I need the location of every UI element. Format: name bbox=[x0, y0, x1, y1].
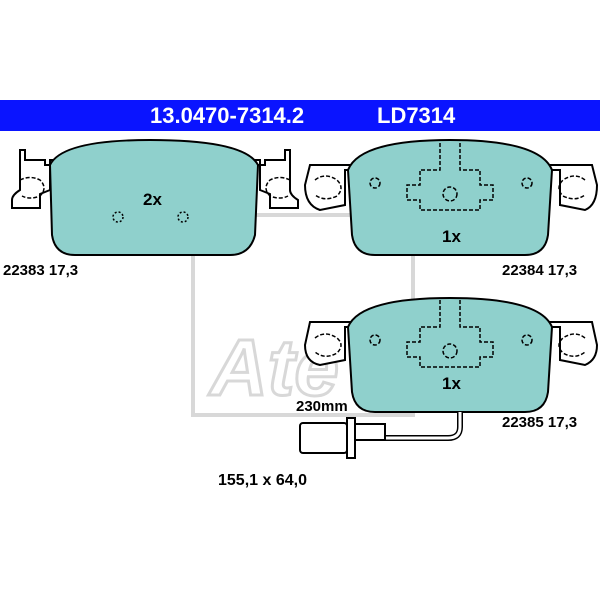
pad-3-thickness: 17,3 bbox=[547, 414, 578, 431]
brake-pad-22384 bbox=[303, 138, 599, 256]
pad-1-quantity: 2x bbox=[143, 190, 162, 209]
pad-1-spec: 22383 17,3 bbox=[3, 262, 78, 279]
pad-1-part: 22383 bbox=[3, 262, 45, 279]
brake-pad-22383 bbox=[11, 138, 299, 256]
brake-pad-22385 bbox=[299, 296, 599, 459]
pad-2-part: 22384 bbox=[502, 262, 544, 279]
pad-1-thickness: 17,3 bbox=[48, 262, 79, 279]
pad-2-thickness: 17,3 bbox=[547, 262, 578, 279]
title-bar: 13.0470-7314.2 LD7314 bbox=[0, 100, 600, 131]
pad-3-part: 22385 bbox=[502, 414, 544, 431]
sensor-length: 230mm bbox=[296, 398, 348, 415]
pad-2-spec: 22384 17,3 bbox=[502, 262, 577, 279]
wear-sensor-icon bbox=[299, 412, 463, 459]
part-number: 13.0470-7314.2 bbox=[150, 103, 305, 128]
pad-3-spec: 22385 17,3 bbox=[502, 414, 577, 431]
dimensions: 155,1 x 64,0 bbox=[218, 472, 307, 489]
pad-2-quantity: 1x bbox=[442, 227, 461, 246]
rivet-icon bbox=[112, 211, 189, 223]
ld-number: LD7314 bbox=[377, 103, 456, 128]
pad-3-quantity: 1x bbox=[442, 374, 461, 393]
